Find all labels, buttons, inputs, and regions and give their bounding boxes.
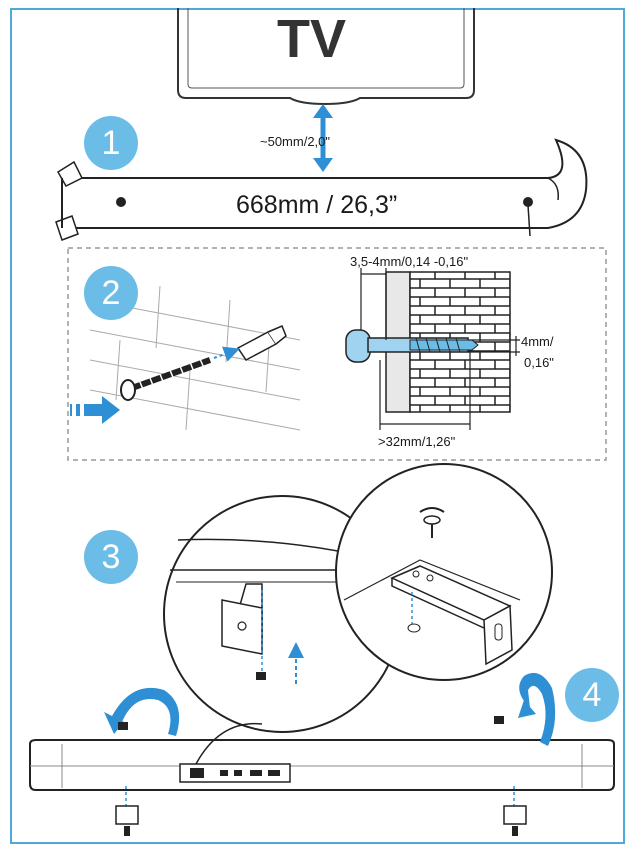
- wall-perspective: [89, 285, 301, 431]
- wall-cross-section: [345, 271, 511, 413]
- insert-arrow: [213, 346, 240, 362]
- screw-length-label: >32mm/1,26": [378, 434, 456, 449]
- paper-template: [55, 138, 588, 241]
- wood-screw: [120, 357, 212, 401]
- tv-gap-label: ~50mm/2,0": [260, 134, 331, 149]
- step-badge-3: 3: [84, 530, 138, 584]
- turn-arrow-right: [494, 672, 556, 746]
- wall-depth-label: 3,5-4mm/0,14 -0,16": [350, 254, 469, 269]
- thread-diameter-label-2: 0,16": [524, 355, 554, 370]
- template-width-label: 668mm / 26,3”: [236, 191, 398, 219]
- thread-diameter-label: 4mm/: [521, 334, 554, 349]
- template-hole-left: [116, 197, 126, 207]
- template-hole-right: [523, 197, 533, 207]
- tv-outline: [177, 8, 475, 106]
- push-arrow: [70, 396, 120, 424]
- wall-plug: [236, 325, 287, 361]
- step-badge-2: 2: [84, 266, 138, 320]
- diagram-frame: [10, 8, 625, 844]
- turn-arrow-left: [104, 687, 180, 736]
- soundbar: [29, 722, 615, 791]
- bracket-right: [503, 786, 527, 836]
- gap-arrow: [313, 104, 333, 172]
- bracket-left: [115, 786, 139, 836]
- dimension-lines: [360, 268, 520, 430]
- step-badge-4: 4: [565, 668, 619, 722]
- step-badge-1: 1: [84, 116, 138, 170]
- step2-panel: [67, 247, 607, 461]
- tv-label: TV: [277, 9, 347, 69]
- detail-magnifier: [335, 463, 553, 681]
